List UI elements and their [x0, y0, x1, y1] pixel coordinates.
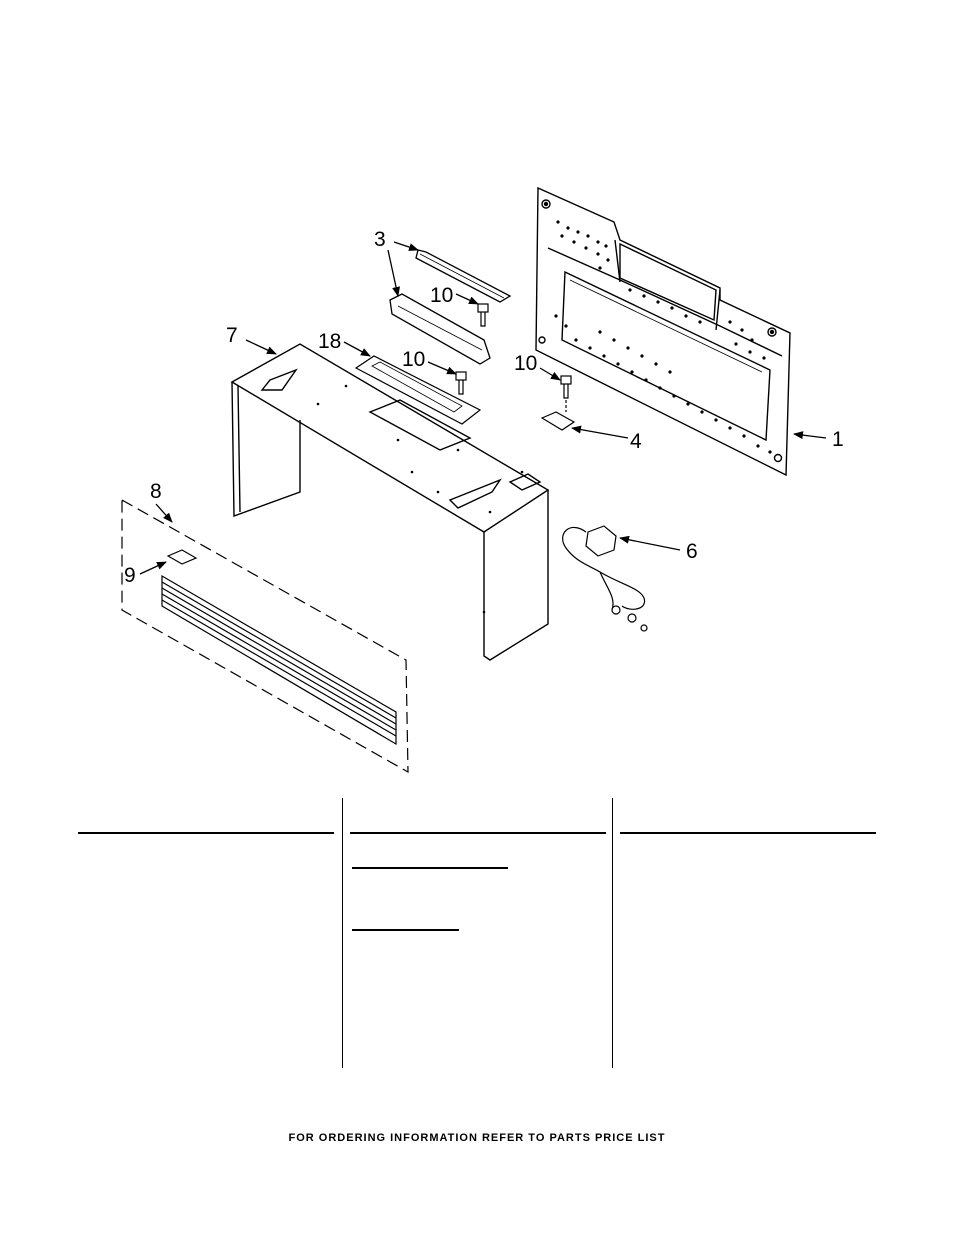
part-10-screw-a — [477, 303, 489, 327]
part-18-plate — [354, 355, 482, 425]
table-divider-left — [342, 798, 343, 1068]
table-header-rule-col3 — [620, 832, 876, 834]
table-subheading-rule-2 — [352, 929, 459, 931]
part-3-top-bracket — [389, 249, 512, 365]
callout-1: 1 — [832, 428, 844, 451]
table-subheading-rule-1 — [352, 867, 508, 869]
table-header-rule-col2 — [350, 832, 606, 834]
part-10-screw-c — [560, 375, 572, 412]
part-10-screw-b — [455, 371, 467, 395]
callout-3: 3 — [374, 228, 386, 251]
part-1-mounting-plate — [535, 186, 791, 477]
part-8-grille-assembly — [121, 498, 409, 774]
part-6-thermostat-harness — [562, 525, 648, 632]
table-divider-right — [612, 798, 613, 1068]
callout-8: 8 — [150, 480, 162, 503]
callout-10-top: 10 — [430, 284, 453, 307]
exploded-parts-diagram: 3 10 7 18 10 10 4 1 6 8 9 — [121, 186, 844, 774]
leader-lines — [139, 241, 827, 575]
callout-10-middle: 10 — [402, 348, 425, 371]
footer-ordering-note: FOR ORDERING INFORMATION REFER TO PARTS … — [288, 1132, 666, 1144]
part-9-badge — [166, 549, 198, 565]
table-header-rule-col1 — [78, 832, 334, 834]
callout-10-right: 10 — [514, 352, 537, 375]
part-4-clip — [540, 411, 576, 431]
callout-4: 4 — [630, 430, 642, 453]
part-7-cabinet — [230, 343, 550, 661]
callout-6: 6 — [686, 540, 698, 563]
callout-9: 9 — [124, 564, 136, 587]
callout-18: 18 — [318, 330, 341, 353]
callout-7: 7 — [226, 324, 238, 347]
